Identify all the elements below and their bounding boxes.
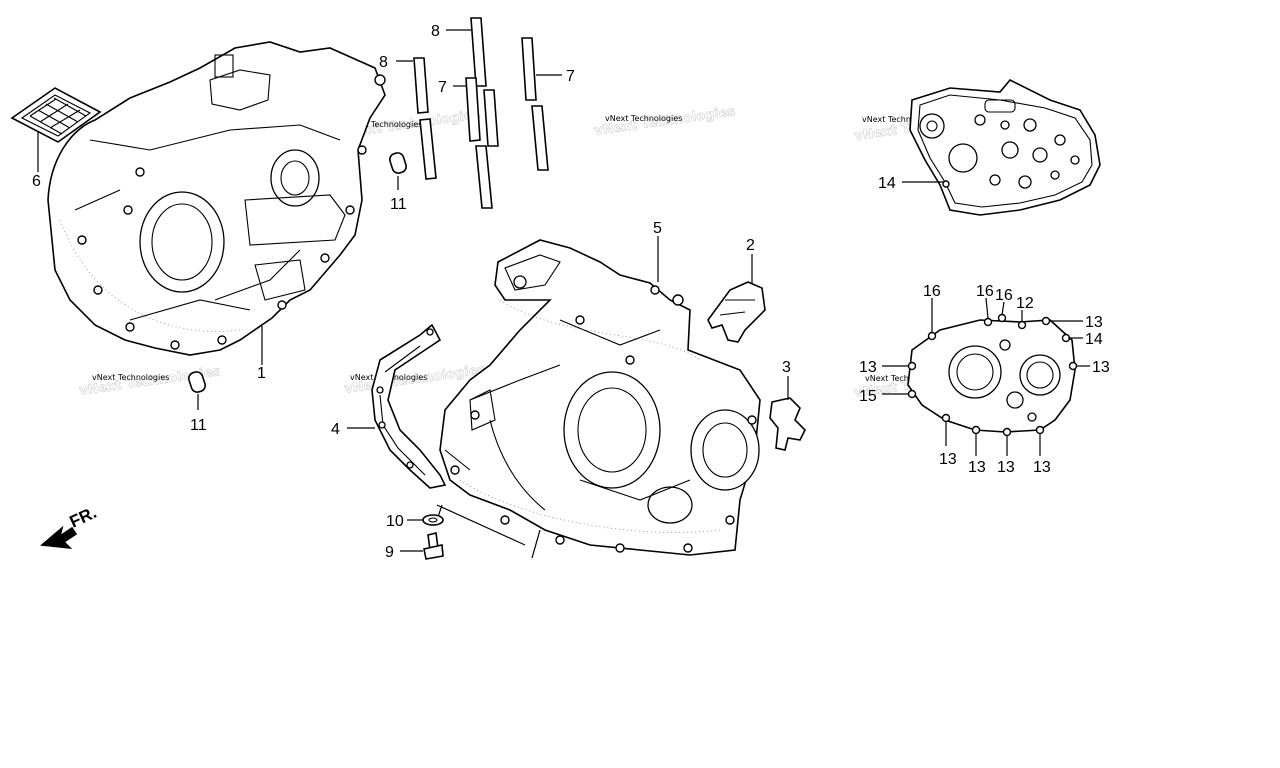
case-bolt-layout-view[interactable] bbox=[907, 313, 1078, 437]
callout-13-left: 13 bbox=[859, 359, 877, 376]
callout-10: 10 bbox=[386, 513, 404, 530]
bolt-hole-row bbox=[77, 74, 386, 350]
callout-2: 2 bbox=[746, 237, 755, 254]
callout-11-lower: 11 bbox=[190, 417, 207, 434]
watermark: vNext Technologies bbox=[862, 115, 939, 124]
right-crankcase-part-5[interactable] bbox=[439, 239, 761, 556]
callout-3: 3 bbox=[782, 359, 791, 376]
callout-13-bottom-2: 13 bbox=[968, 459, 986, 476]
callout-8-top: 8 bbox=[431, 23, 440, 40]
callout-13-bottom-4: 13 bbox=[1033, 459, 1051, 476]
stud-bolt-8-left[interactable] bbox=[413, 57, 437, 180]
callout-12: 12 bbox=[1016, 295, 1034, 312]
front-direction-arrow: FR. bbox=[40, 503, 100, 550]
callout-7-right: 7 bbox=[566, 68, 575, 85]
callout-11-upper: 11 bbox=[390, 196, 407, 213]
callout-14-upper: 14 bbox=[878, 175, 896, 192]
callout-13-right: 13 bbox=[1092, 359, 1110, 376]
stud-bolt-8-top[interactable] bbox=[470, 17, 499, 147]
callout-1: 1 bbox=[257, 365, 266, 382]
watermark: vNext Technologies bbox=[345, 120, 422, 129]
left-crankcase-part-1[interactable] bbox=[47, 41, 386, 356]
guide-plate-part-2[interactable] bbox=[707, 281, 766, 343]
callout-13-bottom-3: 13 bbox=[997, 459, 1015, 476]
case-bolt-markers bbox=[907, 313, 1078, 437]
watermark: vNext Technologies bbox=[865, 374, 942, 383]
watermark: vNext Technologies bbox=[92, 373, 169, 382]
callout-14-lower: 14 bbox=[1085, 331, 1103, 348]
callout-16-left: 16 bbox=[923, 283, 941, 300]
watermark: vNext Technologies bbox=[605, 114, 682, 123]
callout-6: 6 bbox=[32, 173, 41, 190]
washer-part-10[interactable] bbox=[422, 514, 444, 526]
callout-13-top-right: 13 bbox=[1085, 314, 1103, 331]
bolt-part-9[interactable] bbox=[423, 532, 444, 560]
callout-13-bottom-1: 13 bbox=[939, 451, 957, 468]
front-direction-label: FR. bbox=[67, 503, 100, 532]
screen-part-6[interactable] bbox=[10, 87, 102, 143]
gasket-part-4[interactable] bbox=[371, 323, 447, 489]
callout-7-center: 7 bbox=[438, 79, 447, 96]
callout-5: 5 bbox=[653, 220, 662, 237]
callout-4: 4 bbox=[331, 421, 340, 438]
callout-15: 15 bbox=[859, 388, 877, 405]
right-cover-gasket-view[interactable] bbox=[909, 79, 1101, 216]
bracket-part-3[interactable] bbox=[769, 397, 806, 451]
dowel-pin-11-upper[interactable] bbox=[388, 151, 407, 174]
stud-bolt-7-center[interactable] bbox=[465, 77, 493, 209]
bolt-hole-row bbox=[450, 285, 757, 553]
callout-9: 9 bbox=[385, 544, 394, 561]
stud-bolt-7-right[interactable] bbox=[521, 37, 549, 171]
callout-8-left: 8 bbox=[379, 54, 388, 71]
dowel-pin-11-lower[interactable] bbox=[187, 370, 206, 393]
callout-16-right: 16 bbox=[995, 287, 1013, 304]
callout-16-middle: 16 bbox=[976, 283, 994, 300]
